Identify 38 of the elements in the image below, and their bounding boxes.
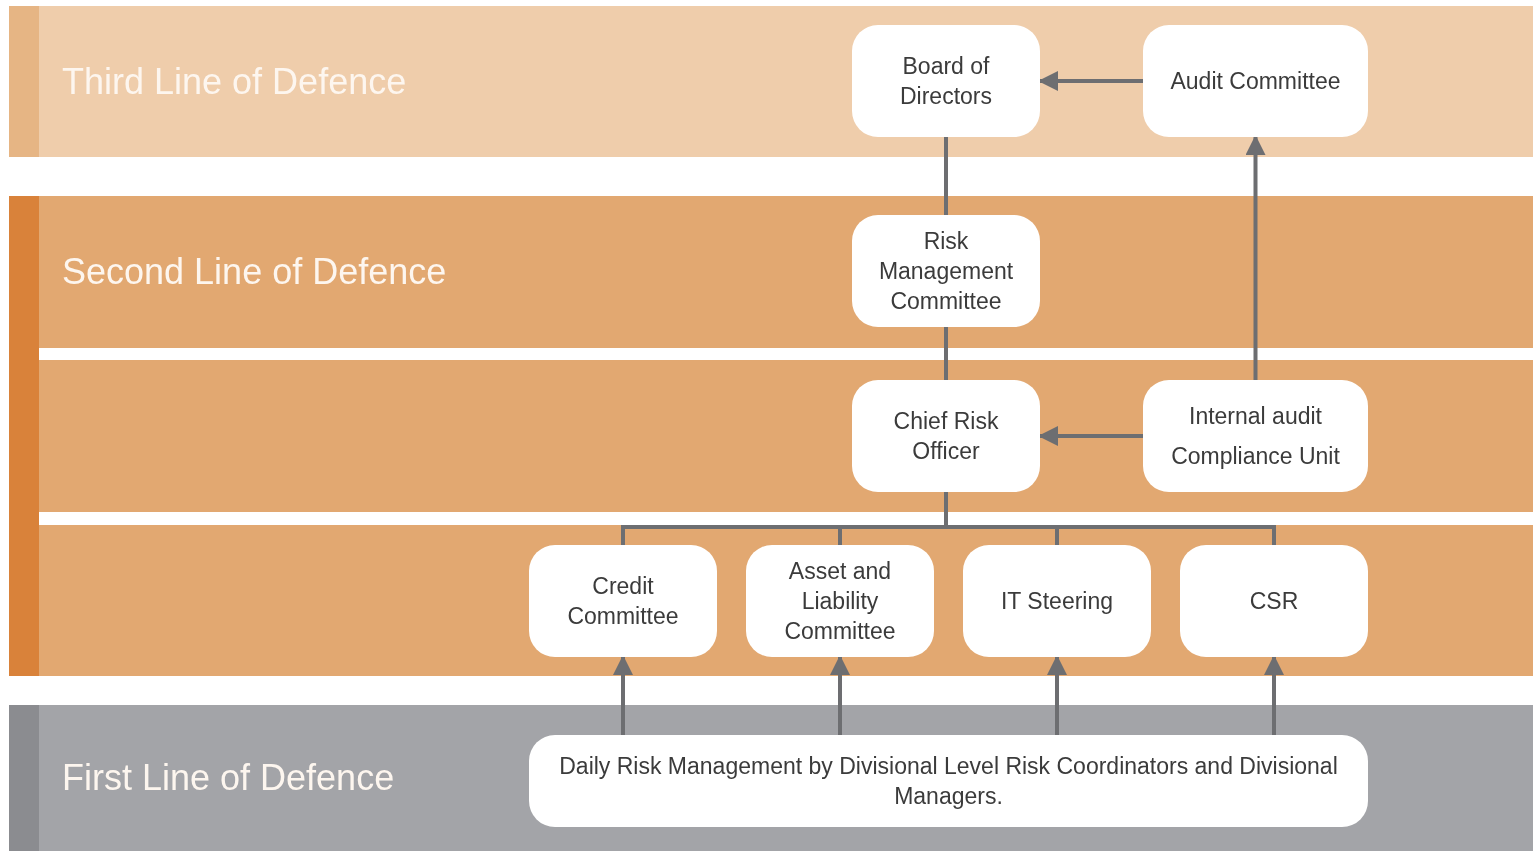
- band-title: First Line of Defence: [62, 757, 395, 799]
- box-label: Board of Directors: [899, 52, 993, 111]
- committee-box: [1143, 25, 1368, 137]
- connector-line: [944, 327, 948, 380]
- box-label: Credit Committee: [566, 572, 680, 631]
- band: [9, 525, 1533, 676]
- committee-box: [963, 545, 1151, 657]
- box-label: Audit Committee: [1170, 67, 1341, 96]
- connector-line: [944, 137, 948, 215]
- band: [9, 705, 1533, 851]
- box-label: Daily Risk Management by Divisional Level Risk Coordinators and Divisional Managers.: [558, 752, 1339, 811]
- committee-box: [529, 545, 717, 657]
- arrow: [1038, 426, 1143, 446]
- band: [9, 196, 1533, 348]
- arrow: [1038, 71, 1143, 91]
- box-label: Chief Risk Officer: [892, 407, 1000, 466]
- band: [9, 6, 1533, 157]
- box-label: Asset and Liability Committee: [783, 557, 897, 646]
- committee-box: [1143, 380, 1368, 492]
- box-label: IT Steering: [1000, 587, 1114, 616]
- box-label: Internal audit: [1189, 402, 1322, 431]
- committee-box: [529, 735, 1368, 827]
- committee-box: [1180, 545, 1368, 657]
- band-title: Third Line of Defence: [62, 60, 407, 103]
- committee-box: [852, 215, 1040, 327]
- box-label: CSR: [1249, 587, 1299, 616]
- arrow: [1264, 655, 1284, 735]
- committee-box: [746, 545, 934, 657]
- arrow: [830, 655, 850, 735]
- arrow: [1047, 655, 1067, 735]
- band-title: Second Line of Defence: [62, 251, 447, 293]
- box-label: Risk Management Committee: [877, 227, 1015, 316]
- arrow: [1245, 135, 1266, 380]
- committee-box: [852, 380, 1040, 492]
- box-label: Compliance Unit: [1171, 442, 1340, 471]
- band: [9, 360, 1533, 512]
- arrow: [613, 655, 633, 735]
- committee-box: [852, 25, 1040, 137]
